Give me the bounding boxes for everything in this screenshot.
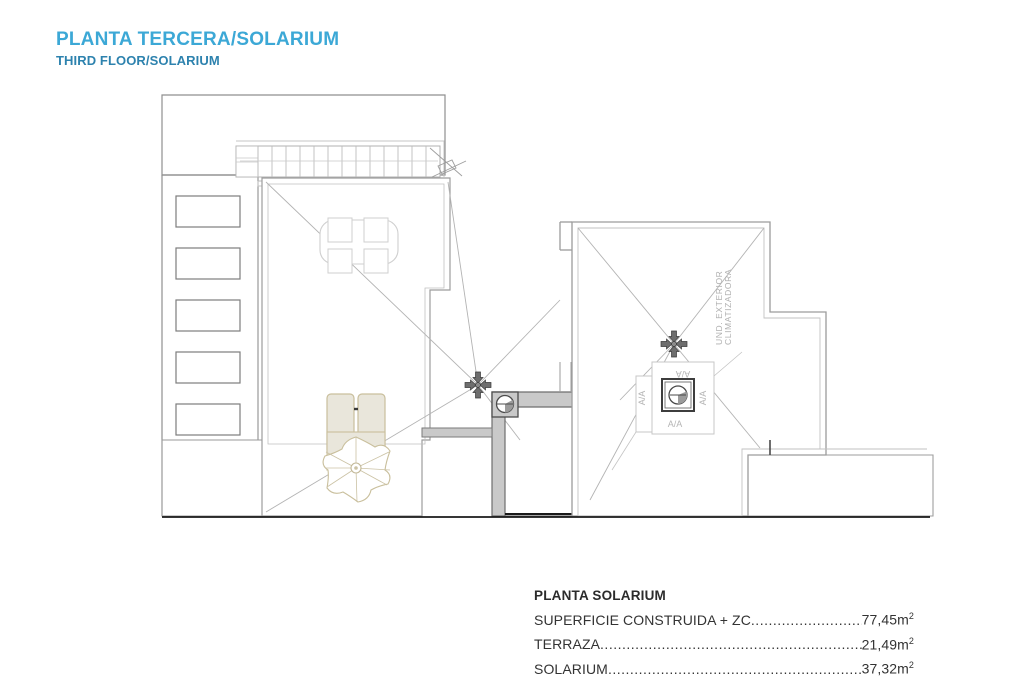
ac-label-right: A/A [698, 391, 708, 406]
ac-unit-annotation: UND. EXTERIOR CLIMATIZADORA [714, 269, 733, 345]
louver-panel [175, 403, 241, 436]
legend-value-exponent: 2 [908, 635, 914, 646]
legend-value: 77,45m2 [862, 606, 914, 631]
dining-chair [327, 248, 353, 274]
legend-value-exponent: 2 [908, 611, 914, 621]
dining-chair [327, 217, 353, 243]
legend-value: 21,49m2 [862, 631, 914, 656]
louver-panel [175, 299, 241, 332]
left-roof [261, 177, 561, 517]
dining-chair [363, 248, 389, 274]
ac-outdoor-unit: A/A A/A A/A A/A [611, 351, 743, 471]
legend-value-unit: m [897, 636, 909, 653]
legend-dots: ........................................… [600, 636, 862, 653]
dining-chair [363, 217, 389, 243]
page-title-es: PLANTA TERCERA/SOLARIUM [56, 29, 340, 50]
louver-panel-group [175, 195, 241, 436]
legend-label: SUPERFICIE CONSTRUIDA + ZC [534, 611, 751, 628]
legend-value-number: 37,32 [861, 660, 898, 677]
legend-value-unit: m [897, 660, 909, 677]
legend-value-unit: m [897, 611, 909, 628]
legend-row: SOLARIUM ...............................… [534, 655, 914, 680]
louver-panel [175, 247, 241, 280]
legend-label: TERRAZA [534, 636, 601, 653]
legend-dots: ........................................… [750, 611, 862, 628]
legend-row: TERRAZA ................................… [534, 631, 914, 656]
page-title-en: THIRD FLOOR/SOLARIUM [56, 53, 220, 68]
sunbathing-set [322, 393, 391, 503]
staircase [235, 140, 467, 187]
dining-set [319, 217, 399, 274]
legend-title: PLANTA SOLARIUM [534, 588, 666, 603]
ac-label-top: A/A [676, 369, 691, 379]
parasol-ribs [325, 437, 391, 503]
svg-text:CLIMATIZADORA: CLIMATIZADORA [723, 269, 733, 345]
page-title-block: PLANTA TERCERA/SOLARIUM THIRD FLOOR/SOLA… [56, 28, 339, 70]
louver-panel [175, 351, 241, 384]
lower-right-terrace [748, 440, 934, 517]
area-legend: PLANTA SOLARIUM SUPERFICIE CONSTRUIDA + … [534, 586, 914, 680]
ac-label-left: A/A [637, 391, 647, 406]
legend-value-number: 21,49 [861, 636, 898, 653]
legend-value: 37,32m2 [862, 655, 914, 680]
legend-value-number: 77,45 [861, 611, 898, 628]
legend-dots: ........................................… [607, 660, 862, 677]
svg-text:UND. EXTERIOR: UND. EXTERIOR [714, 271, 724, 345]
louver-panel [175, 195, 241, 228]
legend-label: SOLARIUM [534, 660, 608, 677]
legend-row: SUPERFICIE CONSTRUIDA + ZC .............… [534, 606, 914, 631]
ac-label-bottom: A/A [668, 419, 683, 429]
legend-value-exponent: 2 [908, 660, 914, 671]
